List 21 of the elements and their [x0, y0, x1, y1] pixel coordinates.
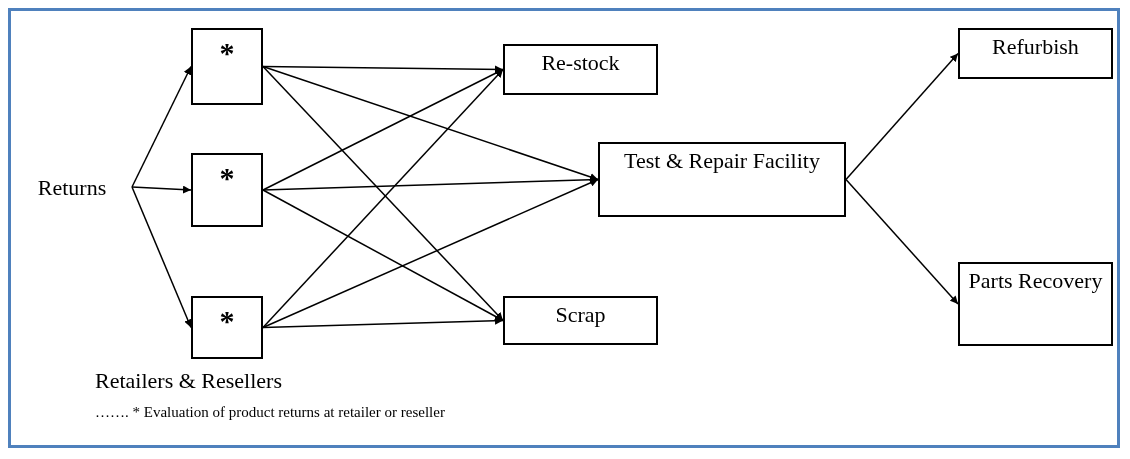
- evaluation-box: *: [191, 153, 263, 227]
- arrow: [262, 189, 504, 322]
- arrow: [262, 178, 599, 329]
- arrow: [131, 65, 192, 188]
- arrow: [131, 186, 192, 329]
- arrow: [262, 65, 599, 181]
- process-box: Re-stock: [503, 44, 658, 95]
- footnote: ……. * Evaluation of product returns at retailer or reseller: [95, 404, 445, 421]
- node-text: Returns: [20, 172, 124, 202]
- arrow: [845, 52, 959, 181]
- process-box: Parts Recovery: [958, 262, 1113, 346]
- process-box: Refurbish: [958, 28, 1113, 79]
- process-box: Test & Repair Facility: [598, 142, 846, 217]
- evaluation-box: *: [191, 296, 263, 359]
- arrow: [131, 185, 192, 194]
- evaluation-box: *: [191, 28, 263, 105]
- arrow: [262, 68, 504, 191]
- group-label: Retailers & Resellers: [95, 368, 282, 394]
- arrow: [845, 178, 959, 305]
- process-box: Scrap: [503, 296, 658, 345]
- arrow: [262, 316, 504, 329]
